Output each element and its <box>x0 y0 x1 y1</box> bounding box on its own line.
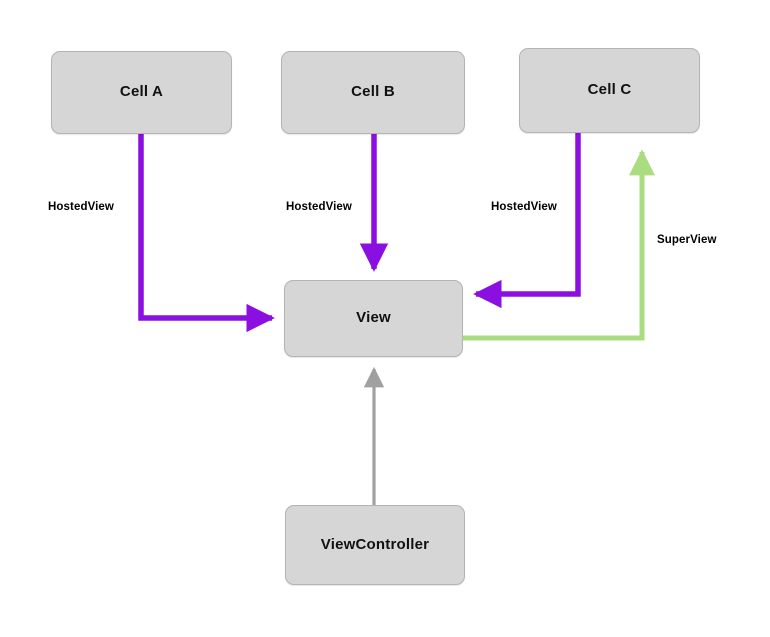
node-cell-a-label: Cell A <box>119 83 164 101</box>
edge-cell-c-to-view <box>473 133 581 309</box>
node-cell-a[interactable]: Cell A <box>51 51 232 134</box>
edge-label-hosted-view-b: HostedView <box>286 201 352 213</box>
edge-cell-a-to-view <box>138 134 275 333</box>
node-cell-b-label: Cell B <box>351 83 395 101</box>
node-view-label: View <box>356 309 391 327</box>
node-view-controller-label: ViewController <box>320 535 430 553</box>
node-cell-b[interactable]: Cell B <box>281 51 465 134</box>
edge-label-hosted-view-a: HostedView <box>48 201 114 213</box>
node-cell-c[interactable]: Cell C <box>519 48 700 133</box>
edge-label-hosted-view-c: HostedView <box>491 201 557 213</box>
node-cell-c-label: Cell C <box>587 81 632 99</box>
node-view[interactable]: View <box>284 280 463 357</box>
node-view-controller[interactable]: ViewController <box>285 505 465 585</box>
edge-label-super-view: SuperView <box>657 234 717 246</box>
edge-view-to-cell-c <box>463 149 655 341</box>
